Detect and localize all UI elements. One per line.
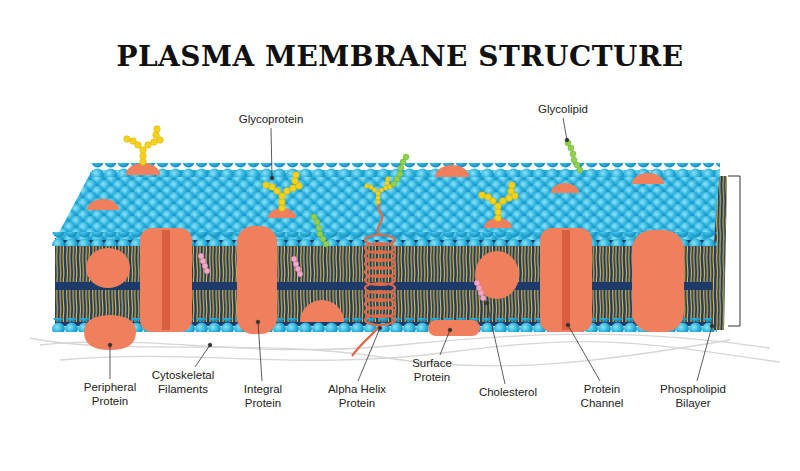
leader-dot <box>565 138 569 142</box>
leader-line <box>440 330 450 355</box>
glycoprotein-chain <box>124 126 164 166</box>
part-label: Cholesterol <box>468 386 548 400</box>
integral-proteins <box>84 226 684 350</box>
part-label: Glycolipid <box>518 103 608 117</box>
part-label: Phospholipid Bilayer <box>652 383 734 411</box>
protein-channel <box>540 228 592 332</box>
protein-channel <box>140 228 192 332</box>
glycolipid-chain <box>565 140 583 173</box>
leader-dot <box>448 328 452 332</box>
cholesterol-molecules <box>198 253 485 300</box>
part-label: Glycoprotein <box>226 113 316 127</box>
channel-pore <box>162 230 170 330</box>
helix-turn <box>365 315 395 325</box>
embedded-protein <box>86 248 130 288</box>
helix-tail <box>378 200 383 235</box>
cytoskeletal-filaments <box>30 334 780 366</box>
bilayer-bracket <box>728 176 740 326</box>
integral-protein <box>237 226 277 334</box>
leader-dot <box>566 323 570 327</box>
leader-line <box>110 345 111 379</box>
cholesterol-chain <box>198 253 209 273</box>
lipid-heads-row <box>90 163 720 177</box>
protein-bump <box>435 165 469 177</box>
diagram-title: PLASMA MEMBRANE STRUCTURE <box>0 40 800 73</box>
leader-dot <box>710 324 714 328</box>
glycolipid-chain <box>311 214 329 247</box>
protein-bump <box>87 199 119 210</box>
leader-dot <box>378 326 382 330</box>
leader-line <box>563 118 567 140</box>
channel-pore <box>562 230 570 330</box>
part-label: Alpha Helix Protein <box>321 383 393 411</box>
leader-line <box>487 303 505 384</box>
part-label: Surface Protein <box>403 357 461 385</box>
part-label: Integral Protein <box>232 383 294 411</box>
leader-line <box>568 325 600 381</box>
protein-bump <box>551 183 579 193</box>
leader-dot <box>108 343 112 347</box>
leader-dot <box>208 343 212 347</box>
part-label: Protein Channel <box>571 383 633 411</box>
glycoprotein-chain <box>479 182 519 222</box>
filament-line <box>30 338 730 366</box>
part-label: Peripheral Protein <box>74 381 146 409</box>
leader-line <box>195 345 210 367</box>
leader-lines <box>108 118 714 384</box>
glycoprotein-chain <box>263 172 303 212</box>
glycoproteins <box>124 126 519 222</box>
leader-line <box>271 128 272 178</box>
peripheral-protein <box>84 315 136 350</box>
surface-bumps <box>87 163 664 228</box>
glycolipid-chain <box>391 154 409 187</box>
glycolipids <box>311 140 583 247</box>
glycoprotein-chain <box>364 177 392 205</box>
leader-line <box>358 328 380 381</box>
leader-dot <box>485 301 489 305</box>
leader-line <box>258 322 262 381</box>
embedded-protein <box>300 300 344 322</box>
cholesterol-chain <box>474 280 485 300</box>
cholesterol-chain <box>291 256 302 276</box>
protein-bump <box>632 173 664 184</box>
part-label: Cytoskeletal Filaments <box>143 369 223 397</box>
alpha-helix-protein <box>352 200 395 356</box>
leader-line <box>697 326 712 381</box>
integral-protein <box>632 230 684 332</box>
helix-tail <box>352 325 380 356</box>
surface-protein <box>428 320 480 336</box>
leader-dot <box>270 176 274 180</box>
leader-dot <box>256 320 260 324</box>
